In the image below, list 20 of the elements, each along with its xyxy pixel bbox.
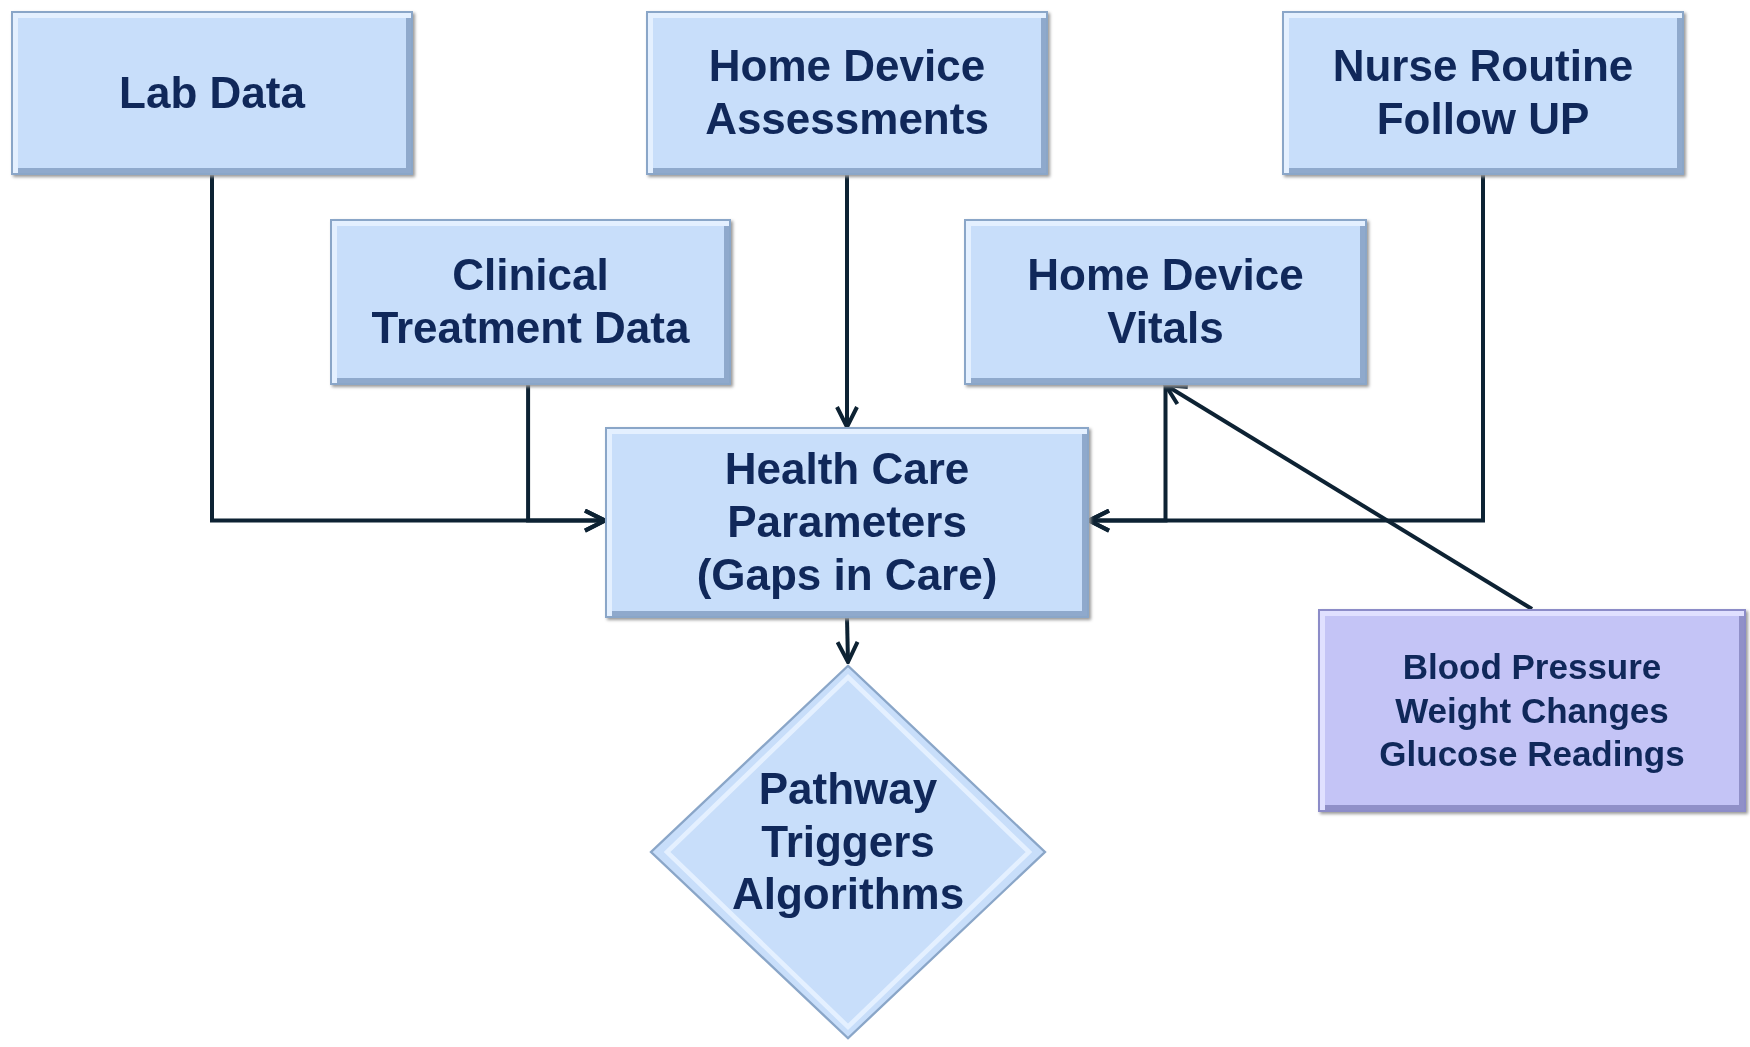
node-label: Home Device Vitals (1026, 249, 1305, 354)
arrow (526, 385, 607, 533)
process-box (1318, 609, 1746, 812)
decision-diamond (647, 662, 1049, 1042)
node-label: Nurse Routine Follow UP (1331, 40, 1635, 145)
process-box (964, 219, 1367, 385)
node-label: Blood Pressure Weight Changes Glucose Readings (1378, 645, 1686, 776)
process-box (330, 219, 731, 385)
node-label: Lab Data (118, 66, 307, 119)
node-label: Home Device Assessments (704, 40, 990, 145)
arrow (835, 175, 859, 429)
node-label: Pathway Triggers Algorithms (730, 762, 966, 921)
process-box (1282, 11, 1684, 175)
arrow (835, 617, 860, 664)
node-label: Health Care Parameters (Gaps in Care) (695, 443, 999, 601)
arrow (1163, 383, 1534, 611)
process-box (11, 11, 413, 175)
process-box (646, 11, 1048, 175)
node-label: Clinical Treatment Data (370, 249, 691, 354)
process-box (605, 427, 1089, 618)
